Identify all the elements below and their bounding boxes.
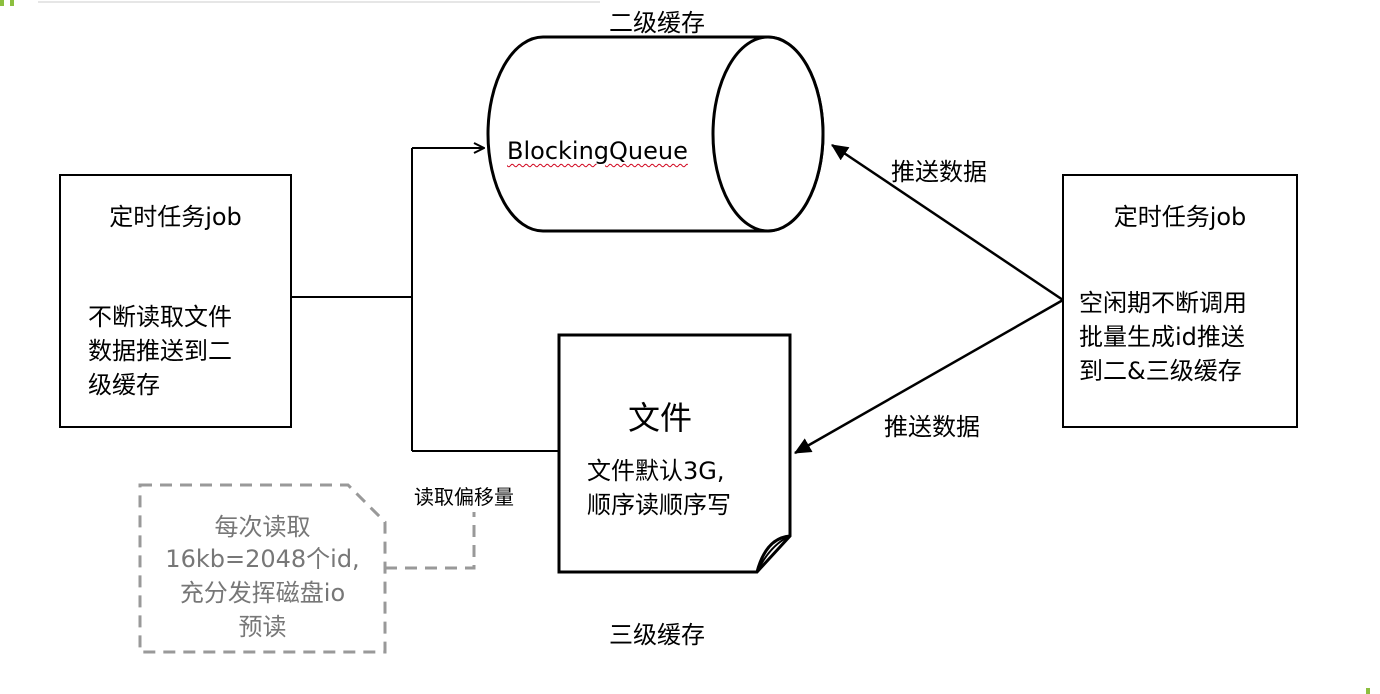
note-line2: 16kb=2048个id, [165, 545, 360, 573]
blocking-queue-cylinder [486, 35, 825, 233]
corner-mark-right [1366, 688, 1370, 694]
note-line3-text: 充分发挥磁盘io [179, 579, 346, 607]
left-job-line2: 数据推送到二 [88, 337, 232, 365]
file-shape [557, 333, 792, 574]
queue-label-text: BlockingQueue [507, 137, 688, 165]
left-job-box [59, 174, 292, 428]
right-job-title: 定时任务job [1113, 203, 1247, 231]
note-line4: 预读 [238, 613, 287, 641]
file-desc-line2: 顺序读顺序写 [587, 491, 731, 519]
right-job-line3: 到二&三级缓存 [1079, 357, 1242, 385]
note-dashed-shape [138, 483, 387, 654]
level2-title: 二级缓存 [609, 9, 705, 37]
corner-mark-left [0, 0, 4, 6]
right-job-line2: 批量生成id推送 [1079, 323, 1245, 351]
left-job-title: 定时任务job [109, 203, 242, 231]
push-label-bottom: 推送数据 [884, 413, 980, 441]
read-offset-label: 读取偏移量 [414, 485, 514, 509]
note-connector [385, 512, 476, 570]
note-line1: 每次读取 [214, 513, 311, 541]
right-job-line1: 空闲期不断调用 [1079, 289, 1247, 317]
corner-mark-left-2 [10, 0, 14, 6]
note-line3: 充分发挥磁盘io [140, 576, 385, 610]
push-arrow-bottom [794, 298, 1064, 455]
right-job-box [1062, 174, 1298, 428]
left-job-line1: 不断读取文件 [88, 303, 232, 331]
file-desc-line1: 文件默认3G, [587, 457, 725, 485]
left-job-line3: 级缓存 [88, 371, 160, 399]
queue-label: BlockingQueue [507, 136, 688, 166]
file-title: 文件 [628, 399, 693, 437]
push-arrow-top [831, 143, 1064, 302]
push-label-top: 推送数据 [891, 158, 987, 186]
level3-title: 三级缓存 [609, 621, 705, 649]
